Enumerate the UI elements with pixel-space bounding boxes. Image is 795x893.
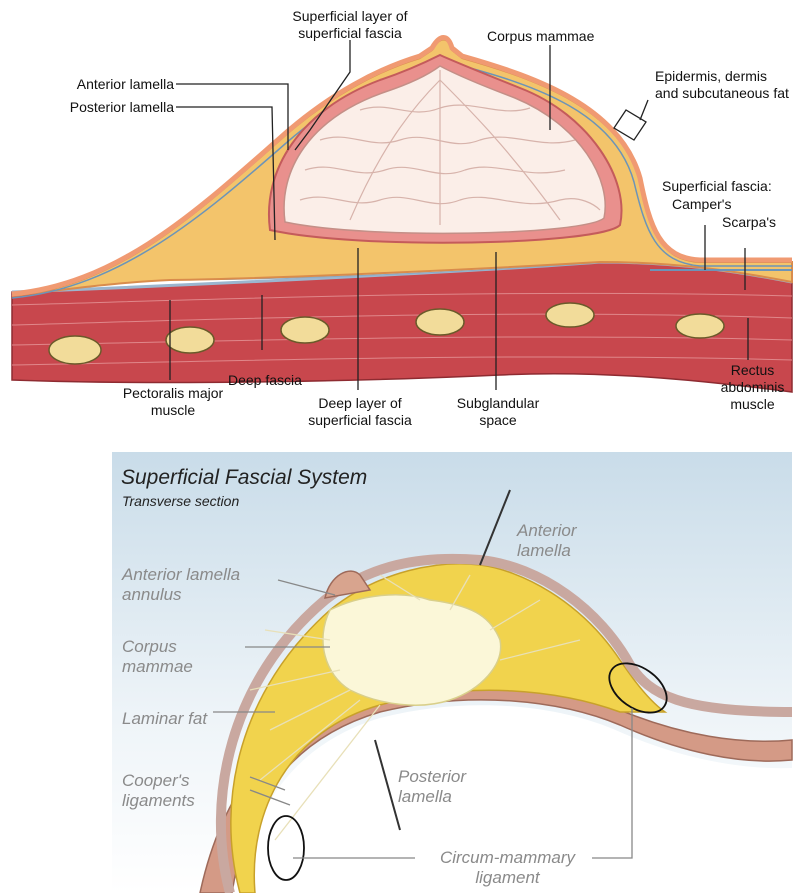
label-corpus-mammae-bottom: Corpus mammae bbox=[122, 637, 212, 677]
bottom-title: Superficial Fascial System bbox=[121, 466, 367, 490]
label-anterior-lamella-bottom: Anterior lamella bbox=[517, 521, 607, 561]
label-circum-mammary: Circum-mammary ligament bbox=[420, 848, 595, 888]
label-coopers-ligaments: Cooper's ligaments bbox=[122, 771, 222, 811]
label-laminar-fat: Laminar fat bbox=[122, 709, 212, 729]
label-posterior-lamella-bottom: Posterior lamella bbox=[398, 767, 498, 807]
label-anterior-lamella-annulus: Anterior lamella annulus bbox=[122, 565, 302, 605]
bottom-subtitle: Transverse section bbox=[122, 493, 239, 509]
corpus-mammae-bottom bbox=[323, 595, 501, 705]
